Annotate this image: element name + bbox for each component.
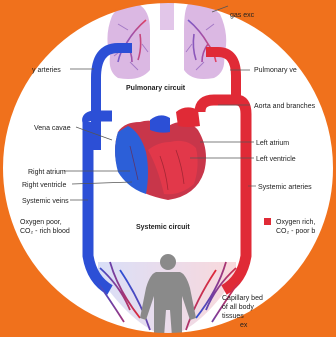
right-ventricle-label: Right ventricle [22, 182, 66, 189]
oxygen-rich-line1: Oxygen rich, [276, 219, 315, 226]
pulmonary-veins-label: Pulmonary ve [254, 67, 297, 74]
oxygen-poor-line1: Oxygen poor, [20, 219, 62, 226]
gas-exchange-label: gas exc [230, 12, 255, 19]
capillary-line3: tissues [222, 313, 244, 320]
capillary-line1: Capillary bed [222, 295, 263, 302]
systemic-veins-label: Systemic veins [22, 198, 69, 205]
aorta-label: Aorta and branches [254, 103, 316, 110]
pulmonary-circuit-label: Pulmonary circuit [126, 85, 186, 92]
capillary-line2: of all body [222, 304, 254, 311]
oxygen-rich-swatch [264, 218, 271, 225]
capillary-line4: ex [240, 322, 248, 329]
oxygen-rich-line2: CO₂ - poor b [276, 228, 315, 235]
left-ventricle-label: Left ventricle [256, 156, 296, 163]
right-atrium-label: Right atrium [28, 169, 66, 176]
pulmonary-arteries-label: y arteries [32, 67, 61, 74]
systemic-circuit-label: Systemic circuit [136, 224, 190, 231]
systemic-arteries-label: Systemic arteries [258, 184, 312, 191]
left-atrium-label: Left atrium [256, 140, 289, 147]
oxygen-poor-line2: CO₂ - rich blood [20, 228, 70, 235]
vena-cavae-label: Vena cavae [34, 125, 71, 132]
